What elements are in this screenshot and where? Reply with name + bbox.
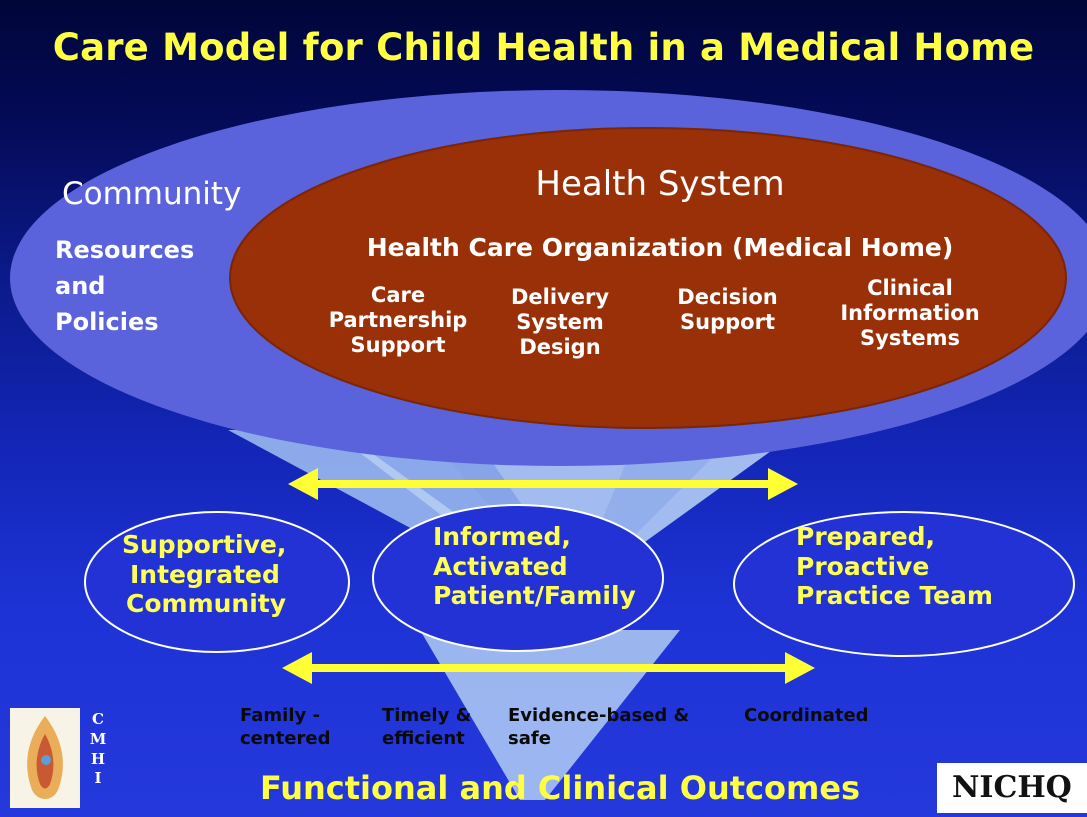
diagram-title: Care Model for Child Health in a Medical… xyxy=(52,26,1035,69)
element-line: Support xyxy=(680,309,775,334)
supportive-community-text: Supportive, Integrated Community xyxy=(122,530,286,619)
lower-arrow xyxy=(282,652,815,684)
resources-and-policies: Resources and Policies xyxy=(55,232,194,340)
cmhi-logo-icon xyxy=(27,716,63,799)
element-line: Clinical xyxy=(867,276,953,300)
community-label: Community xyxy=(62,176,242,212)
circle-line: Informed, xyxy=(433,522,571,551)
cmhi-letter: C xyxy=(92,710,104,728)
outcomes-label: Functional and Clinical Outcomes xyxy=(259,769,861,807)
cmhi-logo xyxy=(10,708,80,808)
element-line: Design xyxy=(519,334,601,359)
circle-line: Supportive, xyxy=(122,530,287,559)
outcome-funnel xyxy=(420,630,680,800)
circle-line: Community xyxy=(126,589,287,618)
patient-circle xyxy=(372,504,664,652)
quality-line: Evidence-based & xyxy=(508,705,690,726)
circle-line: Practice Team xyxy=(796,581,993,610)
informed-patient-text: Informed, Activated Patient/Family xyxy=(433,522,636,611)
element-decision-support: Decision Support xyxy=(655,285,800,335)
resources-line-1: Resources xyxy=(55,236,195,264)
element-line: System xyxy=(516,309,604,334)
circle-line: Patient/Family xyxy=(433,581,636,610)
quality-line: centered xyxy=(240,728,331,750)
quality-line: Timely & xyxy=(382,705,472,726)
quality-line: safe xyxy=(508,728,551,750)
circle-line: Prepared, xyxy=(796,522,936,551)
cmhi-letters: C M H I xyxy=(88,710,108,789)
prepared-team-text: Prepared, Proactive Practice Team xyxy=(796,522,993,611)
element-delivery-system: Delivery System Design xyxy=(490,285,630,359)
quality-line: Coordinated xyxy=(744,705,869,726)
nichq-logo-text: NICHQ xyxy=(952,770,1072,805)
resources-line-2: and xyxy=(55,272,106,300)
element-line: Support xyxy=(350,332,446,357)
element-care-partnership: Care Partnership Support xyxy=(318,283,478,357)
quality-coordinated: Coordinated xyxy=(744,704,869,727)
community-circle xyxy=(84,511,350,653)
cmhi-letter: H xyxy=(90,749,106,768)
cmhi-letter: M xyxy=(89,729,107,748)
quality-line: efficient xyxy=(382,728,465,750)
element-line: Information xyxy=(840,300,980,325)
quality-line: Family - xyxy=(240,705,320,726)
element-line: Decision xyxy=(677,285,778,309)
cmhi-letter: I xyxy=(94,769,102,788)
health-care-organization-label: Health Care Organization (Medical Home) xyxy=(366,233,954,262)
element-line: Partnership xyxy=(328,307,468,332)
quality-timely-efficient: Timely & efficient xyxy=(382,704,471,751)
element-line: Delivery xyxy=(510,285,610,309)
resources-line-3: Policies xyxy=(55,308,159,336)
health-system-ellipse xyxy=(229,127,1067,429)
practice-circle xyxy=(733,511,1075,657)
circle-line: Activated xyxy=(433,551,568,581)
element-line: Care xyxy=(370,283,426,307)
upper-arrow xyxy=(288,468,798,500)
quality-evidence-based: Evidence-based & safe xyxy=(508,704,689,751)
health-system-label: Health System xyxy=(535,164,785,204)
element-line: Systems xyxy=(860,325,960,350)
nichq-logo xyxy=(937,763,1087,813)
quality-family-centered: Family - centered xyxy=(240,704,330,751)
circle-line: Integrated xyxy=(130,559,280,589)
element-clinical-info: Clinical Information Systems xyxy=(820,276,1000,350)
circle-line: Proactive xyxy=(796,551,930,581)
